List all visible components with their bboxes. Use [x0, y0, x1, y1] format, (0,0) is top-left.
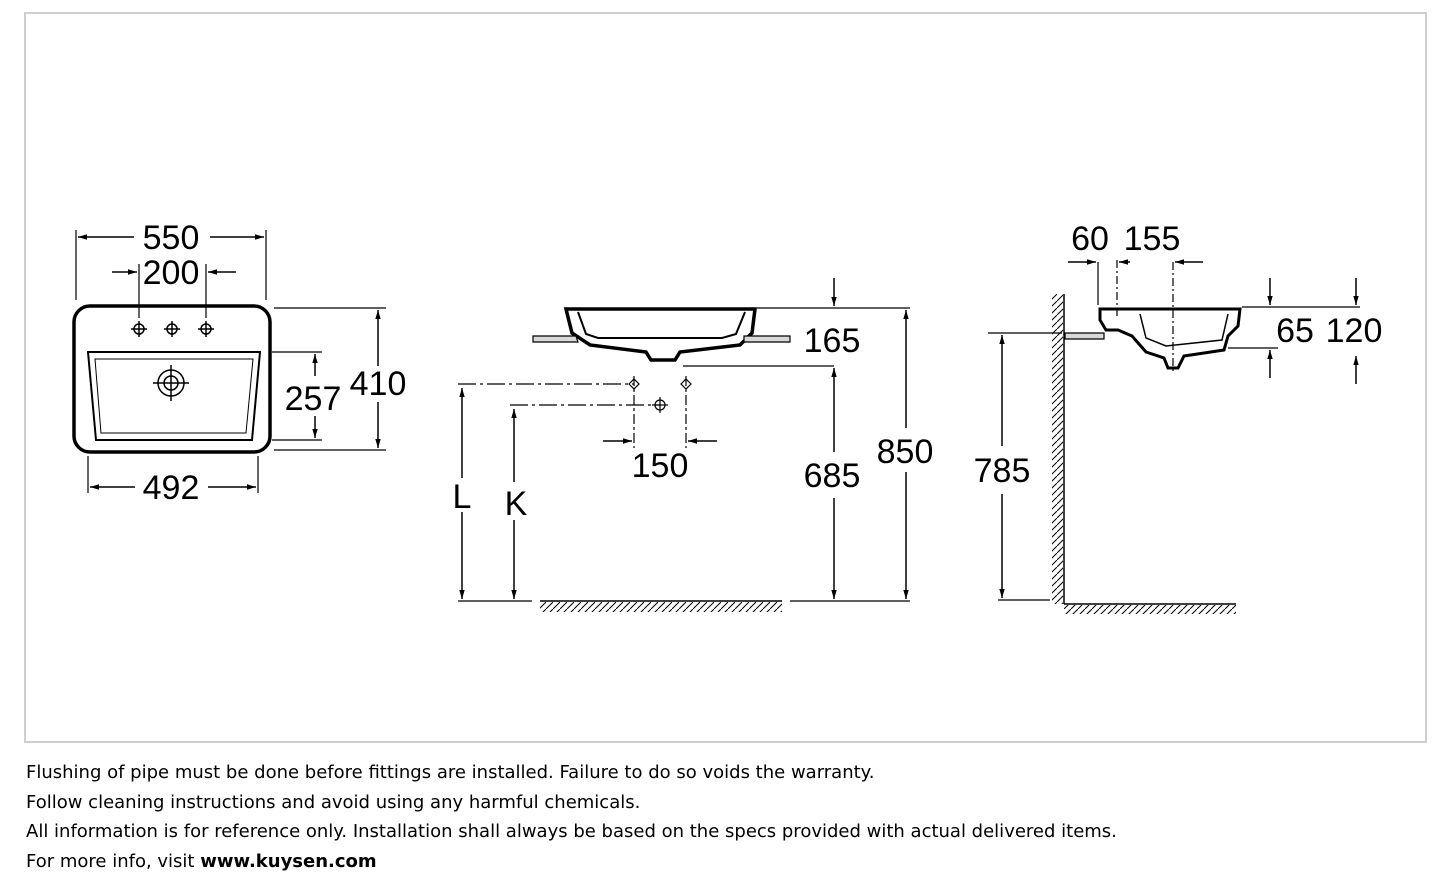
dim-155-label: 155 [1124, 220, 1181, 258]
website-link[interactable]: www.kuysen.com [200, 850, 377, 872]
wall-hatch [1052, 294, 1063, 604]
dim-850-label: 850 [877, 433, 934, 471]
dim-120-label: 120 [1326, 312, 1383, 350]
front-view [458, 278, 910, 612]
note-reference: All information is for reference only. I… [26, 821, 1117, 842]
dim-200-label: 200 [143, 254, 200, 292]
countertop-right [743, 335, 791, 343]
floor-hatch [540, 602, 782, 612]
note-cleaning: Follow cleaning instructions and avoid u… [26, 791, 641, 813]
dim-60-label: 60 [1071, 220, 1109, 258]
dim-l-label: L [453, 478, 472, 516]
countertop [1064, 332, 1105, 340]
basin-section [1098, 307, 1242, 370]
dim-785-label: 785 [974, 452, 1031, 490]
side-view [988, 259, 1360, 614]
notes: Flushing of pipe must be done before fit… [26, 758, 1117, 876]
technical-drawing: 550 200 492 257 410 [72, 219, 1383, 614]
dim-685-label: 685 [804, 457, 861, 495]
dim-492-label: 492 [143, 469, 200, 507]
basin-outline [72, 304, 272, 454]
floor-hatch [1064, 605, 1236, 614]
note-more-info-prefix: For more info, visit [26, 850, 201, 872]
drain-hole [153, 365, 189, 401]
tap-holes [131, 321, 214, 337]
dim-65-label: 65 [1276, 312, 1314, 350]
dim-257-label: 257 [285, 380, 342, 418]
dim-550-label: 550 [143, 219, 200, 257]
dim-150-label: 150 [632, 447, 689, 485]
dim-410-label: 410 [350, 365, 407, 403]
note-flushing: Flushing of pipe must be done before fit… [26, 762, 875, 783]
dim-k-label: K [505, 485, 528, 523]
dim-165-label: 165 [804, 322, 861, 360]
tap-points [628, 378, 692, 413]
countertop-left [532, 335, 579, 343]
basin-section [563, 307, 757, 362]
plan-view [72, 230, 386, 493]
bowl-inner-outline [94, 358, 254, 434]
note-more-info: For more info, visit www.kuysen.com [26, 847, 1117, 877]
bowl-outline [86, 351, 262, 441]
